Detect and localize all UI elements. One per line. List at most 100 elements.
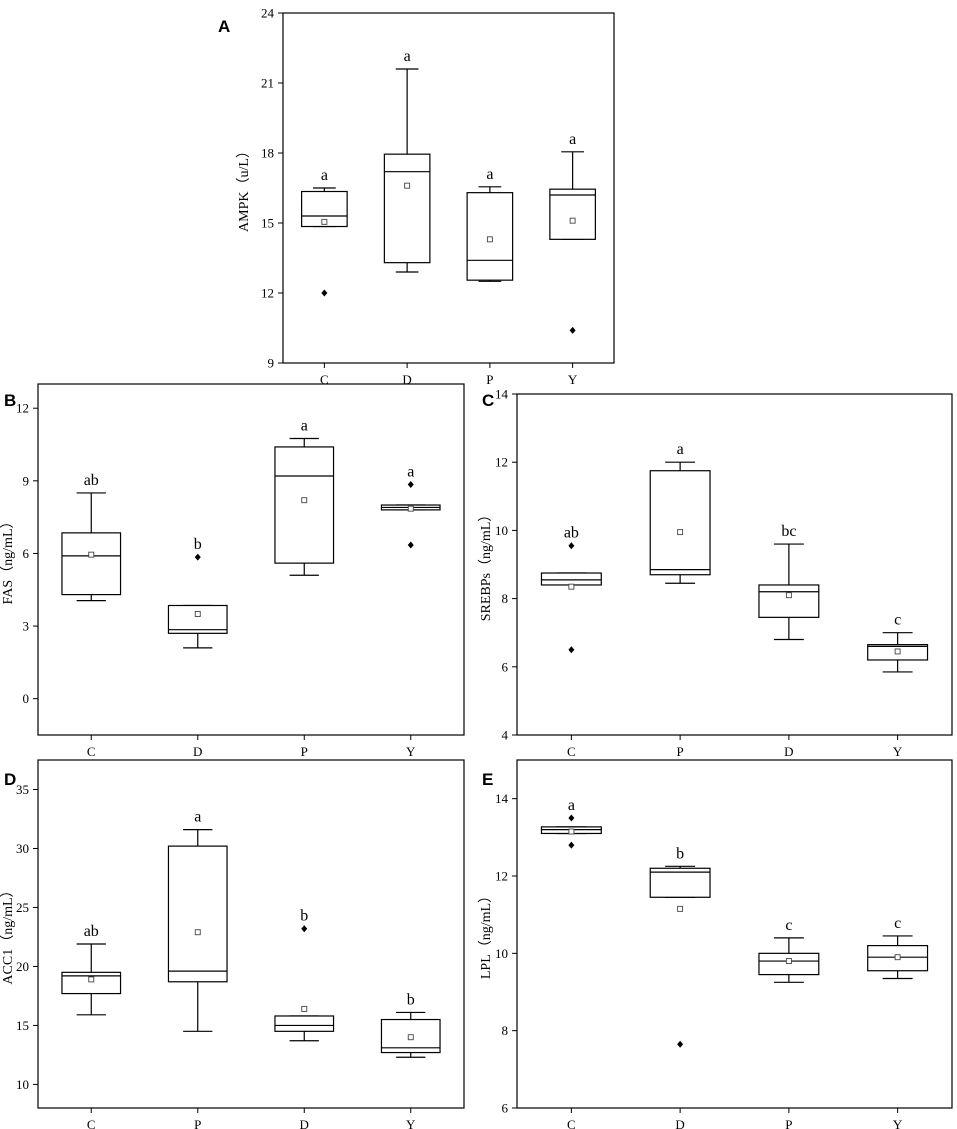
plot-frame — [282, 12, 615, 364]
significance-label: a — [568, 797, 575, 814]
y-tick-label: 10 — [495, 946, 508, 961]
outlier-point — [407, 480, 414, 488]
box-c: a — [301, 167, 348, 297]
box-body — [167, 604, 228, 634]
x-tick-label: Y — [893, 744, 903, 759]
mean-marker — [677, 905, 684, 912]
significance-label: bc — [781, 523, 796, 540]
x-tick-label: D — [402, 372, 411, 387]
significance-label: a — [404, 48, 411, 65]
y-tick-label: 14 — [495, 791, 509, 806]
y-tick-label: 14 — [495, 387, 509, 402]
y-axis-title: AMPK（u/L） — [236, 144, 252, 232]
significance-label: a — [677, 441, 684, 458]
y-tick-label: 6 — [23, 546, 30, 561]
mean-marker — [321, 218, 328, 225]
box-y: b — [380, 991, 441, 1058]
mean-marker — [404, 182, 411, 189]
y-tick-label: 35 — [16, 782, 29, 797]
outlier-point — [194, 553, 201, 561]
box-body — [649, 867, 711, 898]
box-body — [549, 188, 596, 240]
panel-letter: A — [218, 17, 230, 36]
x-tick-label: D — [193, 744, 202, 759]
y-tick-label: 20 — [16, 959, 29, 974]
significance-label: a — [194, 809, 201, 826]
y-tick-label: 0 — [23, 691, 30, 706]
x-tick-label: C — [567, 744, 576, 759]
box-body — [61, 532, 122, 596]
mean-marker — [677, 529, 684, 536]
x-tick-label: C — [567, 1117, 576, 1129]
box-c: ab — [540, 525, 602, 654]
significance-label: b — [300, 908, 308, 925]
x-tick-label: C — [87, 744, 96, 759]
x-tick-label: D — [784, 744, 793, 759]
box-y: c — [867, 915, 929, 980]
box-p: c — [758, 917, 820, 983]
x-tick-label: Y — [406, 744, 416, 759]
box-d: b — [649, 845, 711, 1048]
y-tick-label: 8 — [502, 1023, 509, 1038]
y-tick-label: 6 — [502, 1101, 509, 1116]
y-tick-label: 9 — [268, 356, 275, 371]
mean-marker — [194, 611, 201, 617]
box-body — [274, 1015, 335, 1032]
significance-label: a — [321, 167, 328, 184]
x-tick-label: P — [785, 1117, 792, 1129]
x-tick-label: P — [486, 372, 493, 387]
x-tick-label: Y — [893, 1117, 903, 1129]
plot-frame — [516, 759, 953, 1109]
y-tick-label: 25 — [16, 900, 29, 915]
panel-letter: B — [4, 391, 16, 410]
y-axis-title: ACC1（ng/mL） — [0, 883, 16, 984]
outlier-point — [568, 841, 575, 849]
y-tick-label: 15 — [16, 1018, 29, 1033]
x-tick-label: C — [87, 1117, 96, 1129]
mean-marker — [486, 236, 493, 243]
x-tick-label: Y — [568, 372, 578, 387]
box-d: b — [274, 908, 335, 1042]
box-body — [61, 971, 122, 995]
outlier-point — [568, 814, 575, 822]
significance-label: ab — [84, 472, 99, 489]
significance-label: a — [486, 166, 493, 183]
mean-marker — [407, 1034, 414, 1041]
significance-label: ab — [564, 525, 579, 542]
x-tick-label: P — [677, 744, 684, 759]
box-p: a — [167, 809, 228, 1032]
mean-marker — [407, 505, 414, 512]
outlier-point — [321, 289, 328, 297]
outlier-point — [569, 326, 576, 334]
box-body — [649, 470, 711, 576]
significance-label: b — [407, 991, 415, 1008]
x-tick-label: P — [194, 1117, 201, 1129]
significance-label: c — [894, 612, 901, 629]
box-d: b — [167, 536, 228, 649]
mean-marker — [569, 217, 576, 224]
mean-marker — [785, 958, 792, 965]
y-tick-label: 15 — [261, 216, 274, 231]
plot-frame — [37, 759, 465, 1109]
box-y: a — [549, 131, 596, 334]
y-axis-title: SREBPs（ng/mL） — [478, 508, 494, 622]
box-d: a — [383, 48, 431, 273]
y-tick-label: 12 — [261, 286, 274, 301]
box-body — [167, 845, 228, 983]
mean-marker — [568, 828, 575, 835]
mean-marker — [194, 929, 201, 936]
outlier-point — [407, 541, 414, 549]
y-tick-label: 4 — [502, 728, 509, 743]
y-tick-label: 10 — [16, 1077, 29, 1092]
outlier-point — [677, 1040, 684, 1048]
significance-label: b — [676, 845, 684, 862]
significance-label: c — [894, 915, 901, 932]
outlier-point — [568, 542, 575, 550]
significance-label: ab — [84, 923, 99, 940]
mean-marker — [88, 976, 95, 983]
